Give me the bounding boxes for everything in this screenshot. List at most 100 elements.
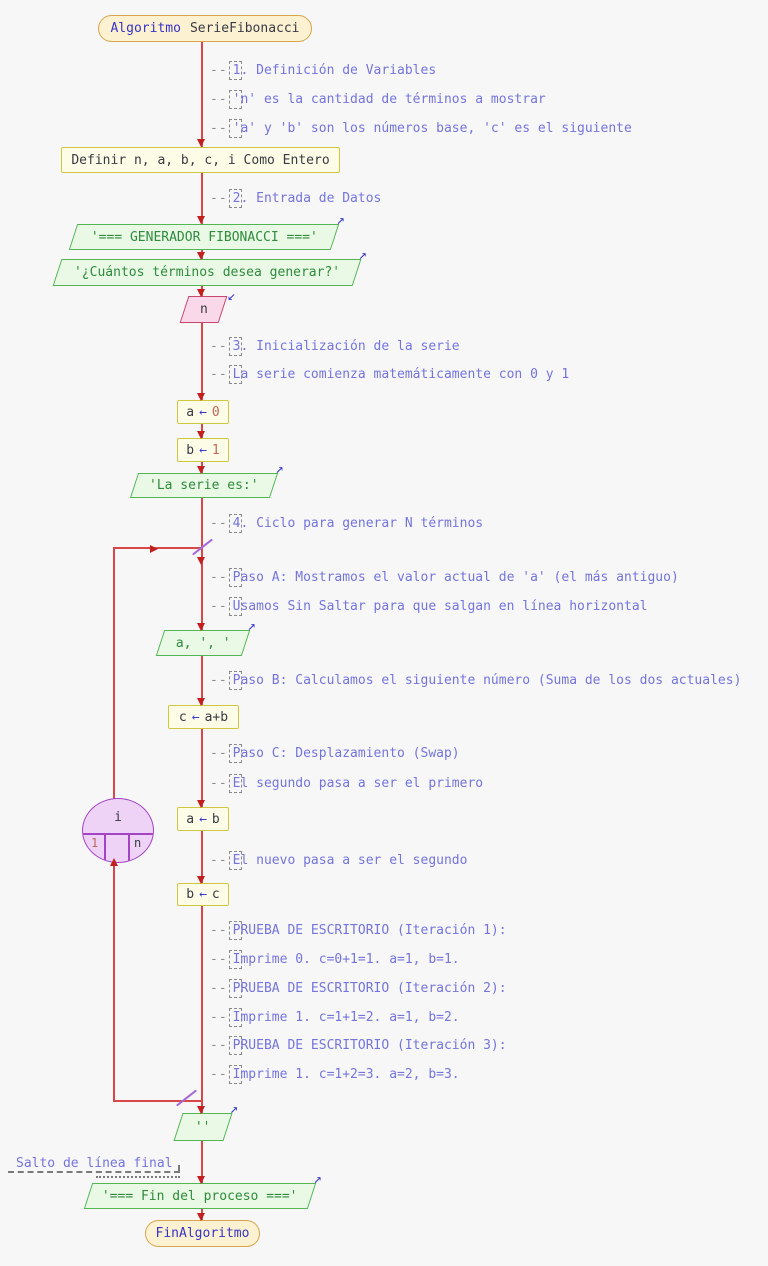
comment-box-icon xyxy=(228,513,242,533)
loop-divider xyxy=(104,833,106,862)
arrow-icon xyxy=(197,216,205,224)
assign-b-1[interactable]: b←1 xyxy=(177,438,229,462)
comment: --Imprime 0. c=0+1=1. a=1, b=1. xyxy=(210,949,460,969)
output-arrow-icon: ↗ xyxy=(336,212,345,228)
arrow-icon xyxy=(197,557,205,565)
comment-box-icon xyxy=(228,596,242,616)
comment-box-icon xyxy=(228,850,242,870)
output-serie[interactable]: 'La serie es:' ↗ xyxy=(129,461,283,498)
arrow-icon xyxy=(197,466,205,474)
output-end-message[interactable]: '=== Fin del proceso ===' ↗ xyxy=(83,1171,322,1209)
comment: --Imprime 1. c=1+1=2. a=1, b=2. xyxy=(210,1007,460,1027)
output-arrow-icon: ↗ xyxy=(247,618,256,634)
comment-dash-icon: -- xyxy=(210,190,228,206)
comment-dash-icon: -- xyxy=(210,62,228,78)
output-header-text: '=== GENERADOR FIBONACCI ===' xyxy=(90,229,318,245)
comment: --El nuevo pasa a ser el segundo xyxy=(210,850,468,870)
assign-target: b xyxy=(186,442,195,458)
output-empty-text: '' xyxy=(195,1119,211,1135)
output-end-text: '=== Fin del proceso ===' xyxy=(102,1188,298,1204)
output-serie-text: 'La serie es:' xyxy=(149,478,259,493)
loop-from-value: 1 xyxy=(91,836,99,850)
comment: --'n' es la cantidad de términos a mostr… xyxy=(210,89,546,109)
assign-arrow-icon: ← xyxy=(191,709,200,725)
comment: --La serie comienza matemáticamente con … xyxy=(210,364,570,384)
comment: --1. Definición de Variables xyxy=(210,60,437,80)
comment-dash-icon: -- xyxy=(210,338,228,354)
comment-bracket-line xyxy=(8,1171,180,1173)
comment-box-icon xyxy=(228,949,242,969)
comment-dash-icon: -- xyxy=(210,1009,228,1025)
comment-dash-icon: -- xyxy=(210,672,228,688)
comment-dash-icon: -- xyxy=(210,598,228,614)
comment-box-icon xyxy=(228,60,242,80)
arrow-icon xyxy=(197,623,205,631)
comment: --PRUEBA DE ESCRITORIO (Iteración 2): xyxy=(210,978,507,998)
output-empty-string[interactable]: '' ↗ xyxy=(173,1101,238,1141)
comment-bracket-hook xyxy=(178,1165,180,1172)
assign-arrow-icon: ← xyxy=(199,887,207,902)
comment-box-icon xyxy=(228,670,242,690)
input-arrow-icon: ↙ xyxy=(226,288,236,304)
arrow-icon xyxy=(197,1213,205,1221)
output-term-text: a, ', ' xyxy=(175,635,231,651)
comment-dash-icon: -- xyxy=(210,1037,228,1053)
assign-value: 0 xyxy=(211,404,220,420)
arrow-icon xyxy=(197,289,205,297)
assign-target: c xyxy=(178,709,187,725)
define-text: Definir n, a, b, c, i Como Entero xyxy=(71,152,330,168)
algorithm-name: SerieFibonacci xyxy=(189,21,300,36)
comment-box-icon xyxy=(228,920,242,940)
arrow-icon xyxy=(197,876,205,884)
output-term-a[interactable]: a, ', ' ↗ xyxy=(155,618,256,656)
comment-box-icon xyxy=(228,773,242,793)
comment-dash-icon: -- xyxy=(210,569,228,585)
assign-c-sum[interactable]: c←a+b xyxy=(168,705,239,729)
comment: --PRUEBA DE ESCRITORIO (Iteración 3): xyxy=(210,1035,507,1055)
loop-variable: i xyxy=(114,810,122,825)
comment-box-icon xyxy=(228,978,242,998)
loop-to-value: n xyxy=(134,836,142,850)
comment-dash-icon: -- xyxy=(210,366,228,382)
define-box[interactable]: Definir n, a, b, c, i Como Entero xyxy=(61,147,340,173)
comment-dash-icon: -- xyxy=(210,852,228,868)
output-arrow-icon: ↗ xyxy=(358,247,367,263)
comment-box-icon xyxy=(228,336,242,356)
comment: --Paso A: Mostramos el valor actual de '… xyxy=(210,567,679,587)
comment-box-icon xyxy=(228,118,242,138)
arrow-icon xyxy=(197,393,205,401)
arrow-icon xyxy=(197,698,205,706)
assign-value: a+b xyxy=(204,709,229,725)
assign-a-0[interactable]: a←0 xyxy=(177,400,229,424)
comment: --PRUEBA DE ESCRITORIO (Iteración 1): xyxy=(210,920,507,940)
comment: --Usamos Sin Saltar para que salgan en l… xyxy=(210,596,648,616)
comment-box-icon xyxy=(228,1064,242,1084)
comment-dash-icon: -- xyxy=(210,515,228,531)
output-prompt[interactable]: '¿Cuántos términos desea generar?' ↗ xyxy=(52,247,367,286)
comment-dash-icon: -- xyxy=(210,1066,228,1082)
arrow-icon xyxy=(197,800,205,808)
comment: --Paso C: Desplazamiento (Swap) xyxy=(210,743,460,763)
assign-arrow-icon: ← xyxy=(199,811,207,827)
arrow-icon xyxy=(110,858,118,866)
assign-target: a xyxy=(186,404,195,420)
comment-box-icon xyxy=(228,364,242,384)
assign-value: b xyxy=(211,811,220,827)
assign-b-c[interactable]: b←c xyxy=(177,883,229,906)
end-terminator[interactable]: FinAlgoritmo xyxy=(145,1220,260,1247)
assign-a-b[interactable]: a←b xyxy=(177,807,229,831)
for-loop-counter[interactable]: i 1 n xyxy=(82,798,154,863)
arrow-icon xyxy=(150,545,158,553)
comment-dash-icon: -- xyxy=(210,745,228,761)
comment: --3. Inicialización de la serie xyxy=(210,336,460,356)
input-read-n[interactable]: n ↙ xyxy=(179,288,235,323)
comment-dash-icon: -- xyxy=(210,120,228,136)
output-arrow-icon: ↗ xyxy=(229,1101,238,1117)
comment-box-icon xyxy=(228,1035,242,1055)
comment: --'a' y 'b' son los números base, 'c' es… xyxy=(210,118,632,138)
assign-target: b xyxy=(186,887,195,902)
comment: --2. Entrada de Datos xyxy=(210,188,382,208)
output-header[interactable]: '=== GENERADOR FIBONACCI ===' ↗ xyxy=(68,212,345,250)
